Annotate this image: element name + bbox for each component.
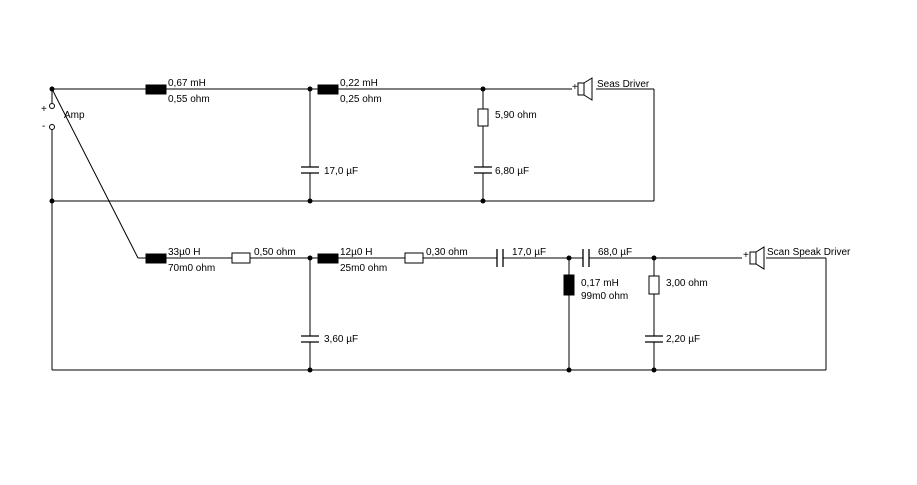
junction-node [480, 198, 486, 204]
tweeter-capacitor-1 [301, 166, 319, 174]
woofer-c3-value: 68,0 µF [598, 247, 632, 258]
woofer-inductor-2 [317, 253, 339, 264]
junction-node [307, 255, 313, 261]
woofer-capacitor-2 [301, 335, 319, 343]
woofer-l2-value: 12µ0 H [340, 247, 372, 258]
tweeter-branch: 0,67 mH 0,55 ohm 0,22 mH 0,25 ohm 17,0 µ… [145, 77, 650, 177]
amp-minus-terminal [49, 124, 55, 130]
junction-node [307, 86, 313, 92]
woofer-inductor-1 [145, 253, 167, 264]
junction-node [566, 367, 572, 373]
amp-plus-sign: + [41, 104, 47, 115]
woofer-driver-label: Scan Speak Driver [767, 247, 851, 258]
junction-node [566, 255, 572, 261]
junction-node [307, 198, 313, 204]
tweeter-polarity: + [572, 82, 578, 93]
amp-label: Amp [64, 110, 85, 121]
tweeter-resistor-1 [477, 108, 489, 127]
woofer-inductor-3 [563, 274, 575, 296]
tweeter-l1-dcr: 0,55 ohm [168, 94, 210, 105]
woofer-l2-dcr: 25m0 ohm [340, 263, 387, 274]
junction-node [307, 367, 313, 373]
woofer-l1-value: 33µ0 H [168, 247, 200, 258]
woofer-r1-value: 0,50 ohm [254, 247, 296, 258]
amp-source: + - Amp [41, 103, 85, 132]
woofer-capacitor-1 [496, 249, 504, 267]
woofer-c4-value: 2,20 µF [666, 334, 700, 345]
woofer-r3-value: 3,00 ohm [666, 278, 708, 289]
tweeter-inductor-2 [317, 84, 339, 95]
tweeter-c2-value: 6,80 µF [495, 166, 529, 177]
tweeter-l1-value: 0,67 mH [168, 78, 206, 89]
tweeter-capacitor-2 [474, 166, 492, 174]
wiring [51, 88, 827, 371]
tweeter-l2-dcr: 0,25 ohm [340, 94, 382, 105]
woofer-l3-value: 0,17 mH [581, 278, 619, 289]
woofer-polarity: + [743, 250, 749, 261]
junction-node [651, 367, 657, 373]
woofer-c1-value: 17,0 µF [512, 247, 546, 258]
woofer-c2-value: 3,60 µF [324, 334, 358, 345]
tweeter-c1-value: 17,0 µF [324, 166, 358, 177]
woofer-capacitor-4 [645, 335, 663, 343]
tweeter-l2-value: 0,22 mH [340, 78, 378, 89]
woofer-resistor-2 [404, 252, 424, 264]
woofer-l3-dcr: 99m0 ohm [581, 291, 628, 302]
junction-node [49, 198, 55, 204]
junction-node [49, 86, 55, 92]
woofer-resistor-3 [648, 275, 660, 295]
woofer-capacitor-3 [582, 249, 590, 267]
junction-nodes [49, 86, 657, 373]
junction-node [651, 255, 657, 261]
amp-plus-terminal [49, 103, 55, 109]
amp-minus-sign: - [42, 121, 45, 132]
woofer-r2-value: 0,30 ohm [426, 247, 468, 258]
woofer-branch: 33µ0 H 70m0 ohm 0,50 ohm 12µ0 H 25m0 ohm… [145, 246, 851, 345]
woofer-l1-dcr: 70m0 ohm [168, 263, 215, 274]
tweeter-driver-label: Seas Driver [597, 79, 650, 90]
speaker-icon [749, 246, 765, 270]
tweeter-inductor-1 [145, 84, 167, 95]
junction-node [480, 86, 486, 92]
tweeter-r1-value: 5,90 ohm [495, 110, 537, 121]
woofer-resistor-1 [231, 252, 251, 264]
speaker-icon [577, 77, 593, 101]
